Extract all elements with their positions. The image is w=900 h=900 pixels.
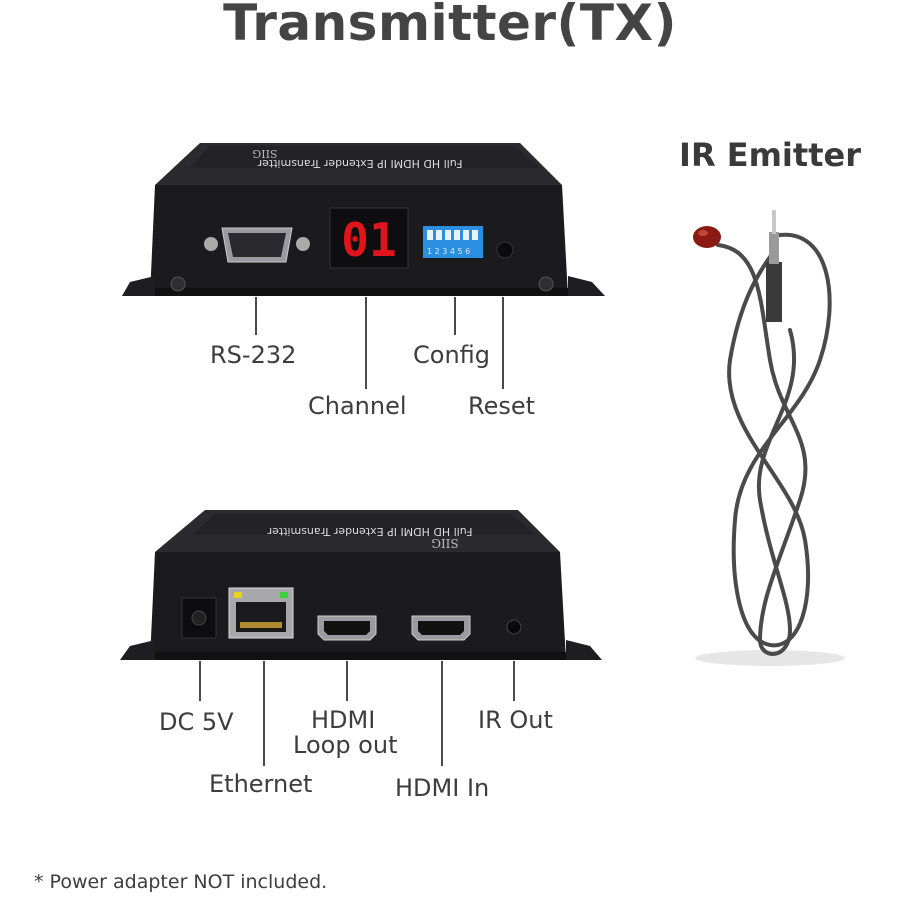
leader-line-config xyxy=(454,297,456,335)
svg-text:1 2 3 4 5 6: 1 2 3 4 5 6 xyxy=(427,247,470,256)
hdmi-in-port xyxy=(411,615,471,641)
rear-brand-logo: SIIG xyxy=(431,536,458,550)
leader-line-channel xyxy=(365,297,367,389)
label-dc-5v: DC 5V xyxy=(159,708,234,736)
front-brand-logo: SIIG xyxy=(252,147,277,160)
label-config: Config xyxy=(413,341,491,369)
ir-out-jack xyxy=(506,619,522,635)
leader-line-hdmi-in xyxy=(441,661,443,766)
hdmi-loop-out-port xyxy=(317,615,377,641)
label-channel: Channel xyxy=(308,392,407,420)
label-reset: Reset xyxy=(468,392,536,420)
page-title: Transmitter(TX) xyxy=(223,0,677,52)
label-rs232: RS-232 xyxy=(210,341,297,369)
footnote: * Power adapter NOT included. xyxy=(34,871,328,893)
leader-line-dc xyxy=(199,661,201,701)
leader-line-ir-out xyxy=(513,661,515,701)
config-dip-switch: 1 2 3 4 5 6 xyxy=(423,226,483,258)
reset-button xyxy=(496,241,514,259)
label-hdmi-loop-line1: HDMI xyxy=(311,706,376,734)
label-hdmi-loop-line2: Loop out xyxy=(293,731,398,759)
label-hdmi-in: HDMI In xyxy=(395,774,490,802)
leader-line-rs232 xyxy=(255,297,257,335)
label-ir-out: IR Out xyxy=(478,706,553,734)
channel-digits: 01 xyxy=(341,213,396,267)
label-ethernet: Ethernet xyxy=(209,770,313,798)
ethernet-port xyxy=(228,587,294,639)
rs232-port xyxy=(204,227,310,263)
leader-line-ethernet xyxy=(263,661,265,766)
front-printed-text: Full HD HDMI IP Extender Transmitter xyxy=(257,157,462,170)
ir-emitter-title: IR Emitter xyxy=(679,136,861,174)
leader-line-reset xyxy=(502,297,504,389)
dc-jack xyxy=(181,597,217,639)
channel-display: 01 xyxy=(329,207,409,269)
rear-printed-text: Full HD HDMI IP Extender Transmitter xyxy=(267,525,472,538)
leader-line-hdmi-loop xyxy=(346,661,348,701)
